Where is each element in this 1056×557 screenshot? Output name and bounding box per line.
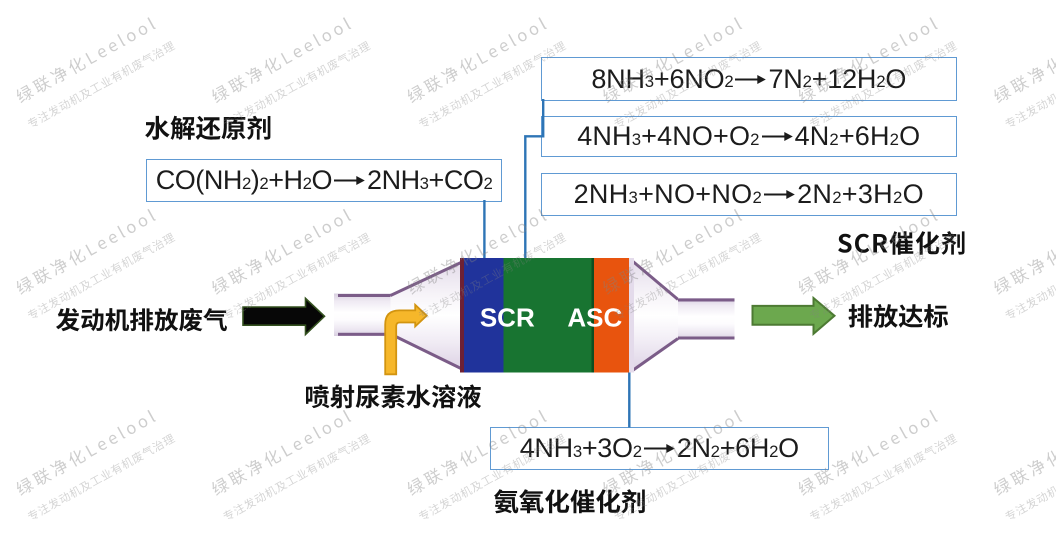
svg-text:ASC: ASC: [567, 303, 622, 333]
svg-text:SCR: SCR: [480, 303, 535, 333]
